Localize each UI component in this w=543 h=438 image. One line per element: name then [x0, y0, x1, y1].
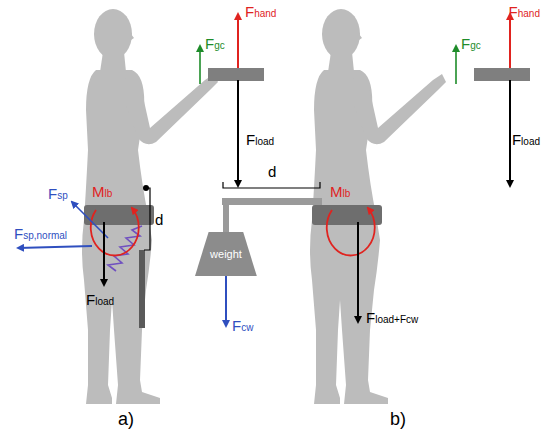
human-silhouette [310, 9, 446, 404]
dimension-label: d [155, 212, 163, 227]
force-label: Fload+Fcw [366, 310, 418, 325]
moment-label: Mlb [330, 184, 350, 199]
counterweight-bar [222, 198, 322, 205]
force-label: Fcw [232, 318, 253, 333]
load-box [474, 68, 530, 81]
force-label: Fhand [509, 4, 540, 19]
force-arrow [455, 46, 457, 84]
dimension-label: d [268, 164, 276, 179]
human-silhouette [82, 9, 218, 404]
force-arrow [18, 246, 92, 248]
force-arrow [357, 222, 359, 322]
force-arrow [72, 202, 108, 238]
force-arrow [509, 80, 511, 186]
force-label: Fload [246, 132, 274, 147]
hip-belt [84, 205, 154, 225]
distance-bracket [223, 182, 320, 188]
moment-arrow [327, 208, 375, 255]
distance-bracket [144, 188, 150, 250]
force-label: Fload [86, 292, 114, 307]
force-label: Fgc [205, 36, 225, 51]
force-label: Fhand [245, 4, 276, 19]
force-label: Fsp,normal [14, 226, 67, 241]
counterweight-rod [223, 205, 229, 233]
panel-label: b) [390, 410, 406, 428]
moment-label: Mlb [92, 184, 112, 199]
thigh-strap [139, 250, 145, 328]
counterweight: weight [195, 232, 257, 276]
force-label: Fgc [461, 36, 481, 51]
force-arrow [103, 222, 105, 285]
moment-arrow [91, 208, 139, 255]
spring [108, 226, 142, 271]
node-text: weight [195, 248, 257, 260]
load-box [208, 68, 264, 81]
panel-label: a) [118, 410, 134, 428]
force-arrow [199, 46, 201, 84]
force-arrow [225, 276, 227, 326]
force-label: Fsp [48, 186, 68, 201]
force-arrow [237, 14, 239, 68]
force-arrow [237, 80, 239, 186]
force-label: Fload [512, 132, 540, 147]
force-arrow [509, 14, 511, 68]
